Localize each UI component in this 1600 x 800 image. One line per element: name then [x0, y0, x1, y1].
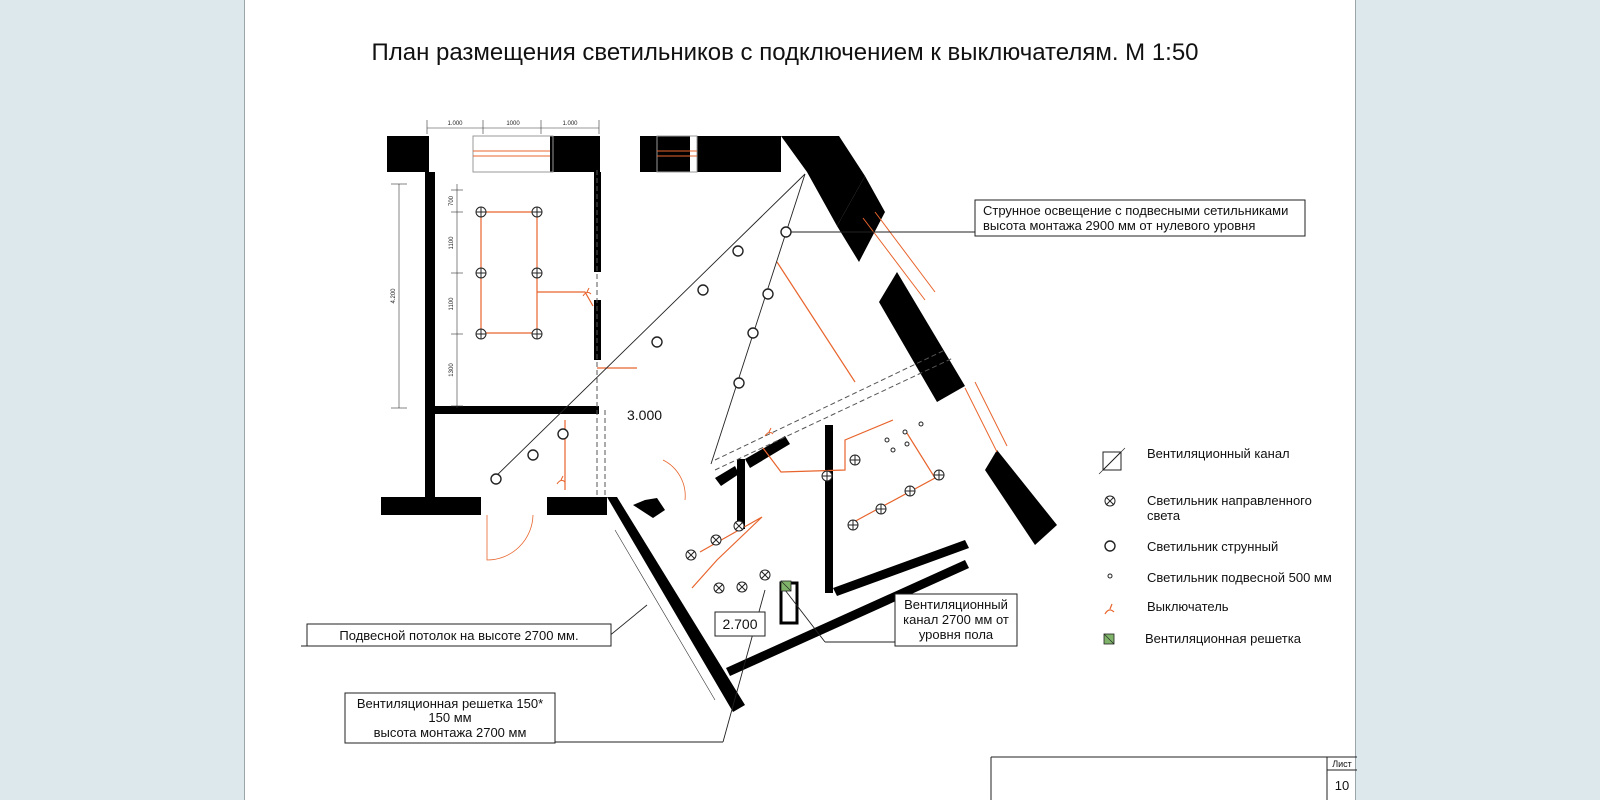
callout-ceiling: Подвесной потолок на высоте 2700 мм.	[306, 623, 612, 647]
dim-top-1: 1.000	[447, 121, 463, 127]
vent-grille-fixture	[780, 580, 792, 592]
callout-vent-duct-line2: канал 2700 мм от	[903, 612, 1009, 627]
callout-vent-grille-line3: высота монтажа 2700 мм	[374, 725, 527, 740]
callout-string-lighting: Струнное освещение с подвесными сетильни…	[974, 199, 1306, 237]
level-main: 3.000	[627, 407, 662, 423]
callout-vent-duct-line1: Вентиляционный	[904, 597, 1008, 612]
legend: Вентиляционный канал Светильник направле…	[1098, 446, 1332, 646]
floor-plan: План размещения светильников с подключен…	[301, 39, 1357, 800]
level-kitchen: 2.700	[722, 616, 757, 632]
pendant-light-icon	[1107, 573, 1113, 579]
legend-vent-grille: Вентиляционная решетка	[1145, 631, 1302, 646]
callout-vent-grille-line2: 150 мм	[428, 710, 471, 725]
legend-pendant-light: Светильник подвесной 500 мм	[1147, 570, 1332, 585]
dimension-lines	[391, 120, 716, 701]
callout-string-lighting-line2: высота монтажа 2900 мм от нулевого уровн…	[983, 218, 1255, 233]
sheet-number: 10	[1335, 778, 1349, 793]
callout-vent-duct: Вентиляционный канал 2700 мм от уровня п…	[894, 593, 1018, 647]
dim-left-1: 700	[449, 195, 455, 206]
legend-vent-duct: Вентиляционный канал	[1147, 446, 1290, 461]
callout-ceiling-text: Подвесной потолок на высоте 2700 мм.	[339, 628, 578, 643]
pendant-lights	[884, 421, 924, 453]
legend-directional-light-2: света	[1147, 508, 1181, 523]
callout-vent-grille-line1: Вентиляционная решетка 150*	[357, 696, 543, 711]
level-kitchen-box	[714, 611, 766, 637]
dim-left-total: 4.200	[391, 288, 397, 304]
callout-vent-grille: Вентиляционная решетка 150* 150 мм высот…	[344, 692, 556, 744]
plan-title: План размещения светильников с подключен…	[371, 39, 1198, 66]
dim-top-3: 1.000	[562, 121, 578, 127]
title-block: Лист 10	[990, 756, 1357, 800]
directional-light-icon	[1104, 495, 1116, 507]
sheet-label: Лист	[1332, 759, 1352, 769]
string-lights	[490, 226, 792, 485]
legend-switch: Выключатель	[1147, 599, 1229, 614]
vent-duct-icon	[1098, 447, 1126, 475]
string-light-icon	[1104, 540, 1116, 552]
switch-icons	[556, 287, 774, 485]
windows	[472, 135, 1008, 453]
string-cables	[301, 173, 1295, 743]
drawing-sheet: План размещения светильников с подключен…	[244, 0, 1357, 800]
callout-string-lighting-line1: Струнное освещение с подвесными сетильни…	[983, 203, 1288, 218]
partitions	[596, 170, 954, 495]
dim-left-4: 1300	[449, 363, 455, 377]
dim-left-3: 1100	[449, 297, 455, 311]
switch-icon	[1104, 603, 1115, 615]
dim-left-2: 1100	[449, 236, 455, 250]
dim-top-2: 1000	[506, 121, 520, 127]
legend-string-light: Светильник струнный	[1147, 539, 1278, 554]
callout-vent-duct-line3: уровня пола	[919, 627, 994, 642]
directional-lights	[475, 206, 945, 594]
vent-grille-icon	[1103, 633, 1115, 645]
legend-directional-light-1: Светильник направленного	[1147, 493, 1312, 508]
walls	[381, 136, 1057, 712]
